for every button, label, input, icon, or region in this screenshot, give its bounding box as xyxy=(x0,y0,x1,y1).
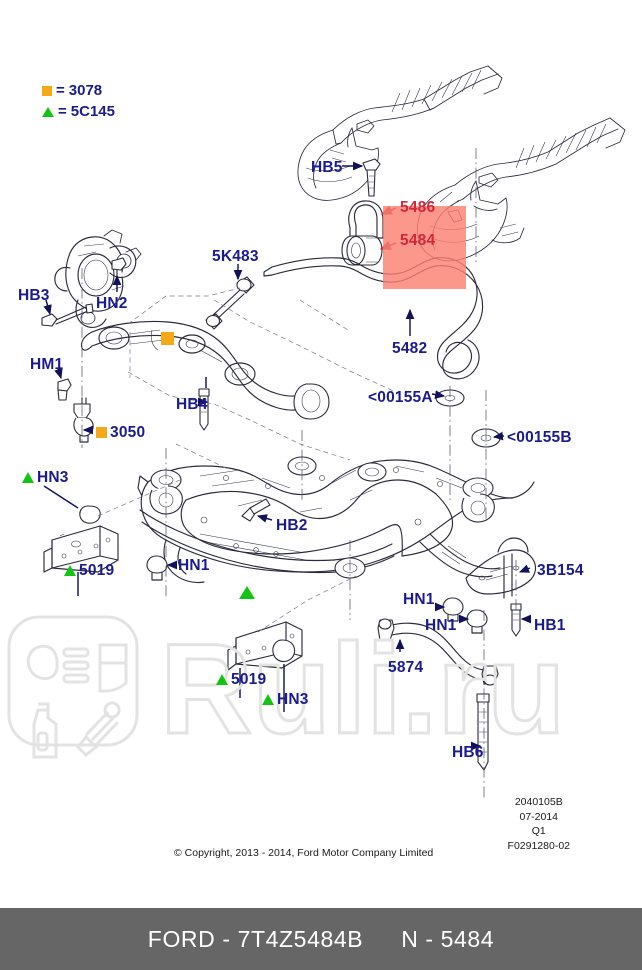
callout-5486: 5486 xyxy=(400,199,436,216)
part-hb2-bolt xyxy=(241,498,273,523)
part-hb5-bolt xyxy=(362,158,381,197)
callout-hn1-mid: HN1 xyxy=(403,591,435,608)
part-number-ford: FORD - 7T4Z5484B xyxy=(147,925,364,952)
document-codes: 2040105B 07-2014 Q1 F0291280-02 xyxy=(508,795,570,853)
callout-hn3-left-text: HN3 xyxy=(37,469,69,486)
callout-5019-left: 5019 xyxy=(64,563,114,579)
callout-hm1: HM1 xyxy=(30,356,64,373)
callout-5484: 5484 xyxy=(400,232,436,249)
callout-00155b: <00155B xyxy=(507,429,572,446)
part-hb6-bolt xyxy=(471,693,490,771)
diagram-canvas: .ln{fill:none;stroke:#2b2b3d;stroke-widt… xyxy=(7,65,626,800)
part-hn1-nut-left xyxy=(146,555,177,581)
part-5019-bracket-left xyxy=(43,525,119,596)
callout-00155a: <00155A xyxy=(368,389,433,406)
legend-equals-0: = xyxy=(56,82,65,99)
part-hn1-nut-mid xyxy=(435,597,464,622)
drawing-number: 2040105B xyxy=(514,796,563,808)
callout-5482: 5482 xyxy=(392,340,428,357)
legend-code-3078: 3078 xyxy=(68,82,103,99)
callout-5019-left-text: 5019 xyxy=(79,562,115,579)
part-3b154-bracket xyxy=(465,537,537,599)
triangle-marker-icon xyxy=(64,565,76,576)
callout-hb6: HB6 xyxy=(452,744,484,761)
callout-3050: 3050 xyxy=(96,425,145,441)
callout-5k483: 5K483 xyxy=(212,248,259,265)
part-steering-knuckle xyxy=(54,229,142,328)
part-5k483-link xyxy=(205,264,255,330)
callout-hn2: HN2 xyxy=(96,295,128,312)
callout-hb5: HB5 xyxy=(311,159,343,176)
hb3-leader xyxy=(43,299,52,316)
form-number: F0291280-02 xyxy=(507,839,570,852)
square-marker-icon xyxy=(96,427,107,438)
part-5484-bushing xyxy=(341,235,383,266)
copyright-notice: © Copyright, 2013 - 2014, Ford Motor Com… xyxy=(174,847,434,859)
triangle-marker-icon xyxy=(42,106,54,117)
part-hn3-nut-right xyxy=(272,639,296,712)
part-5482-stabilizer-bar xyxy=(263,257,484,380)
callout-hn1-left: HN1 xyxy=(178,557,210,574)
square-marker-icon xyxy=(42,85,52,96)
document-date: 07-2014 xyxy=(519,810,559,823)
part-5874-brace xyxy=(377,618,499,686)
triangle-marker-icon xyxy=(216,674,228,685)
part-00155a-washer xyxy=(431,386,465,500)
bottom-title-bar: FORD - 7T4Z5484B N - 5484 xyxy=(0,908,642,970)
callout-5019-right: 5019 xyxy=(216,672,266,688)
callout-hb2: HB2 xyxy=(276,517,308,534)
callout-hb3: HB3 xyxy=(18,287,50,304)
part-hn2-nut xyxy=(111,257,127,292)
part-00155b-washer xyxy=(471,390,505,520)
part-hn3-nut-left xyxy=(43,485,101,524)
triangle-marker-icon xyxy=(22,472,34,483)
triangle-marker-icon xyxy=(262,694,274,705)
callout-3050-text: 3050 xyxy=(110,424,146,441)
callout-5019-right-text: 5019 xyxy=(231,671,267,688)
marker-triangle-subframe xyxy=(239,586,255,599)
technical-drawing: .ln{fill:none;stroke:#2b2b3d;stroke-widt… xyxy=(41,65,626,800)
part-3050-ball-joint xyxy=(73,397,94,443)
part-hb1-bolt xyxy=(510,603,531,637)
part-hm1-nut xyxy=(54,367,72,401)
marker-square-control-arm xyxy=(161,332,174,345)
construction-lines xyxy=(81,268,517,800)
part-hn1-nut-right xyxy=(459,609,488,634)
part-lower-control-arm xyxy=(80,320,330,420)
frame-rail-upper xyxy=(297,65,503,201)
callout-hb4: HB4 xyxy=(176,396,208,413)
callout-hn3-right-text: HN3 xyxy=(277,691,309,708)
callout-3b154: 3B154 xyxy=(537,562,584,579)
part-number-n: N - 5484 xyxy=(401,925,495,952)
callout-hb1: HB1 xyxy=(534,617,566,634)
callout-5874: 5874 xyxy=(388,659,424,676)
legend-item-5c145: = 5C145 xyxy=(42,103,115,120)
legend-item-3078: = 3078 xyxy=(42,82,102,99)
document-revision: Q1 xyxy=(531,825,546,837)
callout-hn3-left: HN3 xyxy=(22,470,69,486)
part-hb3-bolt xyxy=(41,303,94,327)
callout-hn3-right: HN3 xyxy=(262,692,309,708)
legend-code-5c145: 5C145 xyxy=(70,103,115,120)
legend-equals-1: = xyxy=(58,103,67,120)
callout-hn1-right: HN1 xyxy=(425,617,457,634)
highlight-region-5484 xyxy=(383,206,466,289)
